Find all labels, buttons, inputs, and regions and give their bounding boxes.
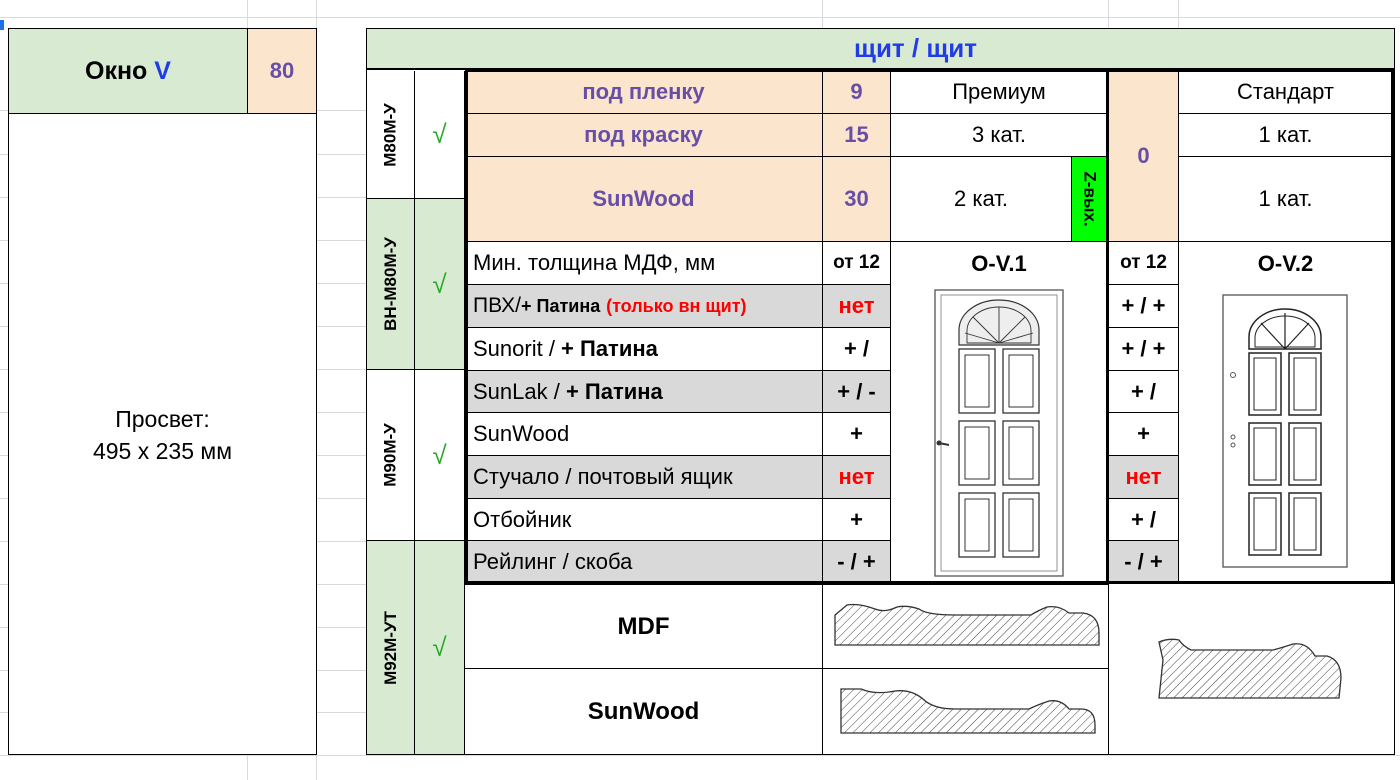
selection-handle <box>0 20 4 30</box>
profile-sunwood-image <box>840 688 1096 734</box>
premium-label: Премиум <box>891 71 1107 114</box>
window-title-accent: V <box>154 56 171 85</box>
option-label: SunLak / + Патина <box>465 371 823 413</box>
profile-mdf-cell <box>823 584 1109 669</box>
model-code: M80M-У <box>380 102 400 167</box>
profile-label: MDF <box>465 584 823 669</box>
gridline <box>1178 0 1179 28</box>
option-premium-value: + <box>823 413 891 456</box>
block-divider <box>1106 69 1109 584</box>
min-thickness-premium: от 12 <box>823 242 891 285</box>
option-standard-value: нет <box>1109 456 1179 499</box>
option-standard-value: - / + <box>1109 541 1179 582</box>
option-standard-value: + / + <box>1109 328 1179 371</box>
min-thickness-standard: от 12 <box>1109 242 1179 285</box>
finish-value: 30 <box>823 157 891 242</box>
option-text: Sunorit / <box>473 336 562 361</box>
variant-premium: O-V.1 <box>891 242 1107 285</box>
z-badge: Z-вых. <box>1071 157 1107 242</box>
profile-sunwood-cell <box>823 669 1109 754</box>
option-bold-text: + Патина <box>565 378 663 404</box>
standard-category: 1 кат. <box>1179 157 1392 242</box>
option-label: Рейлинг / скоба <box>465 541 823 582</box>
option-standard-value: + <box>1109 413 1179 456</box>
window-number-cell: 80 <box>248 29 316 114</box>
check-mark: √ <box>415 370 465 541</box>
gridline <box>0 755 1400 756</box>
window-panel <box>8 28 317 755</box>
option-bold-text: + Патина <box>561 336 658 361</box>
option-bold-text: + Патина <box>521 295 601 316</box>
window-title-prefix: Окно <box>85 56 148 85</box>
finish-value: 9 <box>823 71 891 114</box>
gridline <box>0 17 1400 18</box>
model-code: M92M-УТ <box>380 610 400 685</box>
door-premium-image <box>934 289 1064 577</box>
option-standard-value: + / <box>1109 499 1179 541</box>
clearance-text: Просвет: 495 x 235 мм <box>9 390 316 480</box>
option-standard-value: + / + <box>1109 285 1179 328</box>
option-premium-value: + <box>823 499 891 541</box>
table-header: щит / щит <box>367 29 1394 70</box>
option-premium-value: + / - <box>823 371 891 413</box>
option-premium-value: + / <box>823 328 891 371</box>
standard-category: 1 кат. <box>1179 114 1392 157</box>
model-cell-vn-m80m: ВН-M80M-У <box>367 199 415 370</box>
finish-label: под краску <box>465 114 823 157</box>
check-mark: √ <box>415 199 465 370</box>
gridline <box>822 0 823 28</box>
premium-category: 2 кат. <box>891 157 1071 242</box>
option-label: Стучало / почтовый ящик <box>465 456 823 499</box>
option-premium-value: нет <box>823 285 891 328</box>
spec-table <box>366 28 1395 755</box>
finish-label: SunWood <box>465 157 823 242</box>
clearance-label: Просвет: <box>115 406 210 432</box>
option-label: Sunorit / + Патина <box>465 328 823 371</box>
gridline <box>1108 0 1109 28</box>
profile-mdf-image <box>834 603 1100 646</box>
model-code: ВН-M80M-У <box>380 237 400 331</box>
model-cell-m90m: M90M-У <box>367 370 415 541</box>
option-label: ПВХ/+ Патина (только вн щит) <box>465 285 823 328</box>
model-cell-m80m: M80M-У <box>367 71 415 199</box>
min-thickness-label: Мин. толщина МДФ, мм <box>465 242 823 285</box>
model-code: M90M-У <box>380 423 400 487</box>
clearance-value: 495 x 235 мм <box>92 438 233 464</box>
check-mark: √ <box>415 541 465 754</box>
option-label: Отбойник <box>465 499 823 541</box>
option-premium-value: нет <box>823 456 891 499</box>
standard-value: 0 <box>1109 71 1179 242</box>
profile-label: SunWood <box>465 669 823 754</box>
model-cell-m92m: M92M-УТ <box>367 541 415 754</box>
window-title-cell: Окно V <box>9 29 248 114</box>
standard-label: Стандарт <box>1179 71 1392 114</box>
profile-standard-cell <box>1109 584 1394 754</box>
finish-value: 15 <box>823 114 891 157</box>
option-standard-value: + / <box>1109 371 1179 413</box>
z-badge-text: Z-вых. <box>1080 171 1100 227</box>
variant-standard: O-V.2 <box>1179 242 1392 285</box>
finish-label: под пленку <box>465 71 823 114</box>
option-text: SunLak / <box>473 378 566 404</box>
profile-standard-image <box>1158 638 1342 699</box>
check-mark: √ <box>415 71 465 199</box>
option-premium-value: - / + <box>823 541 891 582</box>
option-text: ПВХ/ <box>473 294 522 317</box>
option-label: SunWood <box>465 413 823 456</box>
door-standard-image <box>1222 294 1348 568</box>
option-note: (только вн щит) <box>606 295 747 316</box>
premium-category: 3 кат. <box>891 114 1107 157</box>
